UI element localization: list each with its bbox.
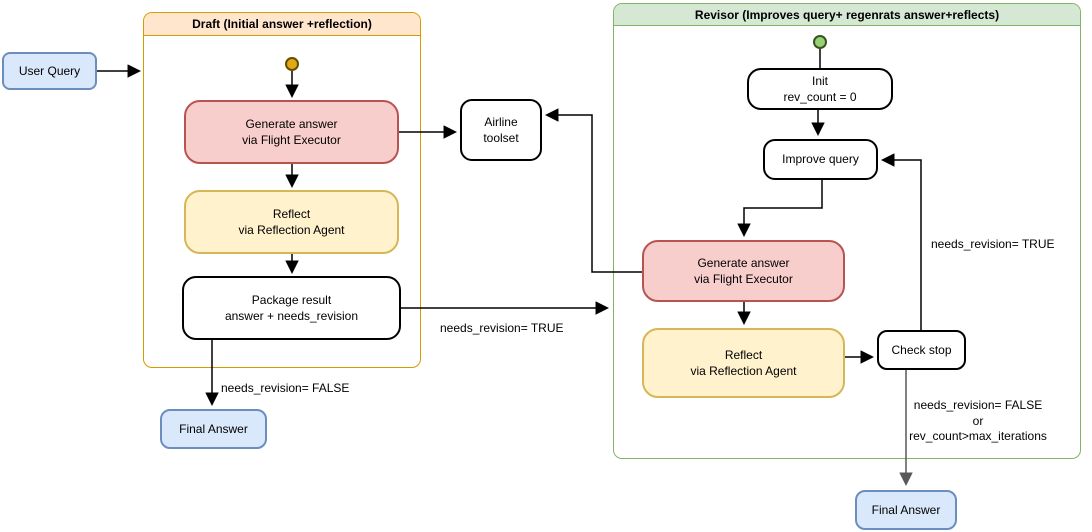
draft-needs-revision-true-label: needs_revision= TRUE — [440, 321, 564, 335]
check-stop-node: Check stop — [877, 330, 966, 370]
user-query-node: User Query — [2, 52, 97, 90]
draft-needs-revision-false-label: needs_revision= FALSE — [221, 381, 350, 395]
revisor-stop-condition-label: needs_revision= FALSE or rev_count>max_i… — [909, 398, 1047, 444]
draft-reflect-node: Reflect via Reflection Agent — [184, 190, 399, 254]
draft-final-answer-node: Final Answer — [160, 409, 267, 449]
revisor-init-node: Init rev_count = 0 — [747, 68, 893, 110]
draft-start-circle — [285, 57, 299, 71]
draft-group-title: Draft (Initial answer +reflection) — [144, 13, 420, 36]
revisor-start-circle — [813, 35, 827, 49]
revisor-generate-answer-node: Generate answer via Flight Executor — [642, 240, 845, 302]
revisor-reflect-node: Reflect via Reflection Agent — [642, 328, 845, 398]
revisor-final-answer-node: Final Answer — [855, 490, 957, 530]
draft-generate-answer-node: Generate answer via Flight Executor — [184, 100, 399, 164]
airline-toolset-node: Airline toolset — [460, 99, 542, 161]
draft-package-result-node: Package result answer + needs_revision — [182, 276, 401, 340]
improve-query-node: Improve query — [763, 139, 878, 180]
revisor-needs-revision-true-label: needs_revision= TRUE — [931, 237, 1055, 251]
revisor-group-title: Revisor (Improves query+ regenrats answe… — [614, 4, 1080, 26]
